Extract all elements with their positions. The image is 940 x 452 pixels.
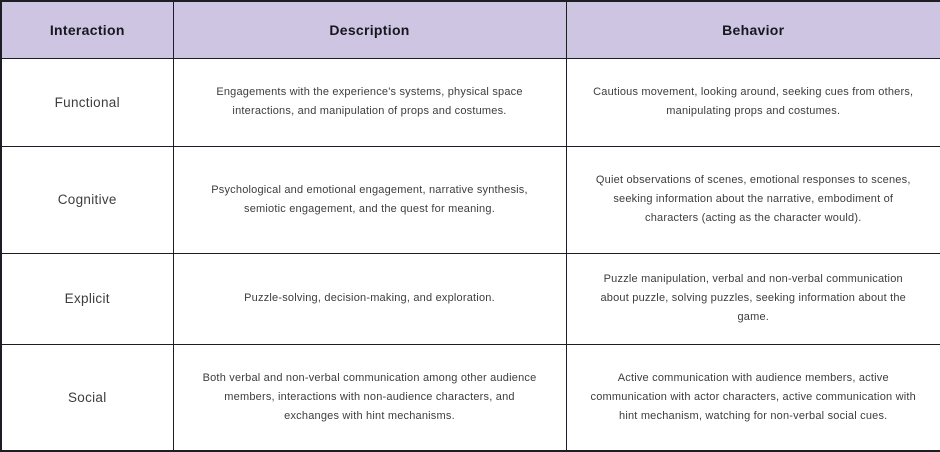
table-row-cognitive: Cognitive Psychological and emotional en… xyxy=(0,145,940,254)
behavior-cell: Quiet observations of scenes, emotional … xyxy=(565,145,940,254)
behavior-cell: Active communication with audience membe… xyxy=(565,343,940,452)
table-body: Functional Engagements with the experien… xyxy=(0,57,940,452)
row-label: Cognitive xyxy=(0,145,174,254)
row-label: Explicit xyxy=(0,252,174,345)
description-cell: Puzzle-solving, decision-making, and exp… xyxy=(172,252,567,345)
row-label: Functional xyxy=(0,57,174,147)
behavior-cell: Cautious movement, looking around, seeki… xyxy=(565,57,940,147)
table-header: Interaction Description Behavior xyxy=(0,0,940,59)
header-cell-behavior: Behavior xyxy=(565,0,940,59)
header-cell-interaction: Interaction xyxy=(0,0,174,59)
table-row-social: Social Both verbal and non-verbal commun… xyxy=(0,343,940,452)
table-row-explicit: Explicit Puzzle-solving, decision-making… xyxy=(0,252,940,345)
description-cell: Both verbal and non-verbal communication… xyxy=(172,343,567,452)
row-label: Social xyxy=(0,343,174,452)
description-cell: Engagements with the experience's system… xyxy=(172,57,567,147)
behavior-cell: Puzzle manipulation, verbal and non-verb… xyxy=(565,252,940,345)
header-cell-description: Description xyxy=(172,0,567,59)
table-row-functional: Functional Engagements with the experien… xyxy=(0,57,940,147)
header-row: Interaction Description Behavior xyxy=(0,0,940,59)
description-cell: Psychological and emotional engagement, … xyxy=(172,145,567,254)
